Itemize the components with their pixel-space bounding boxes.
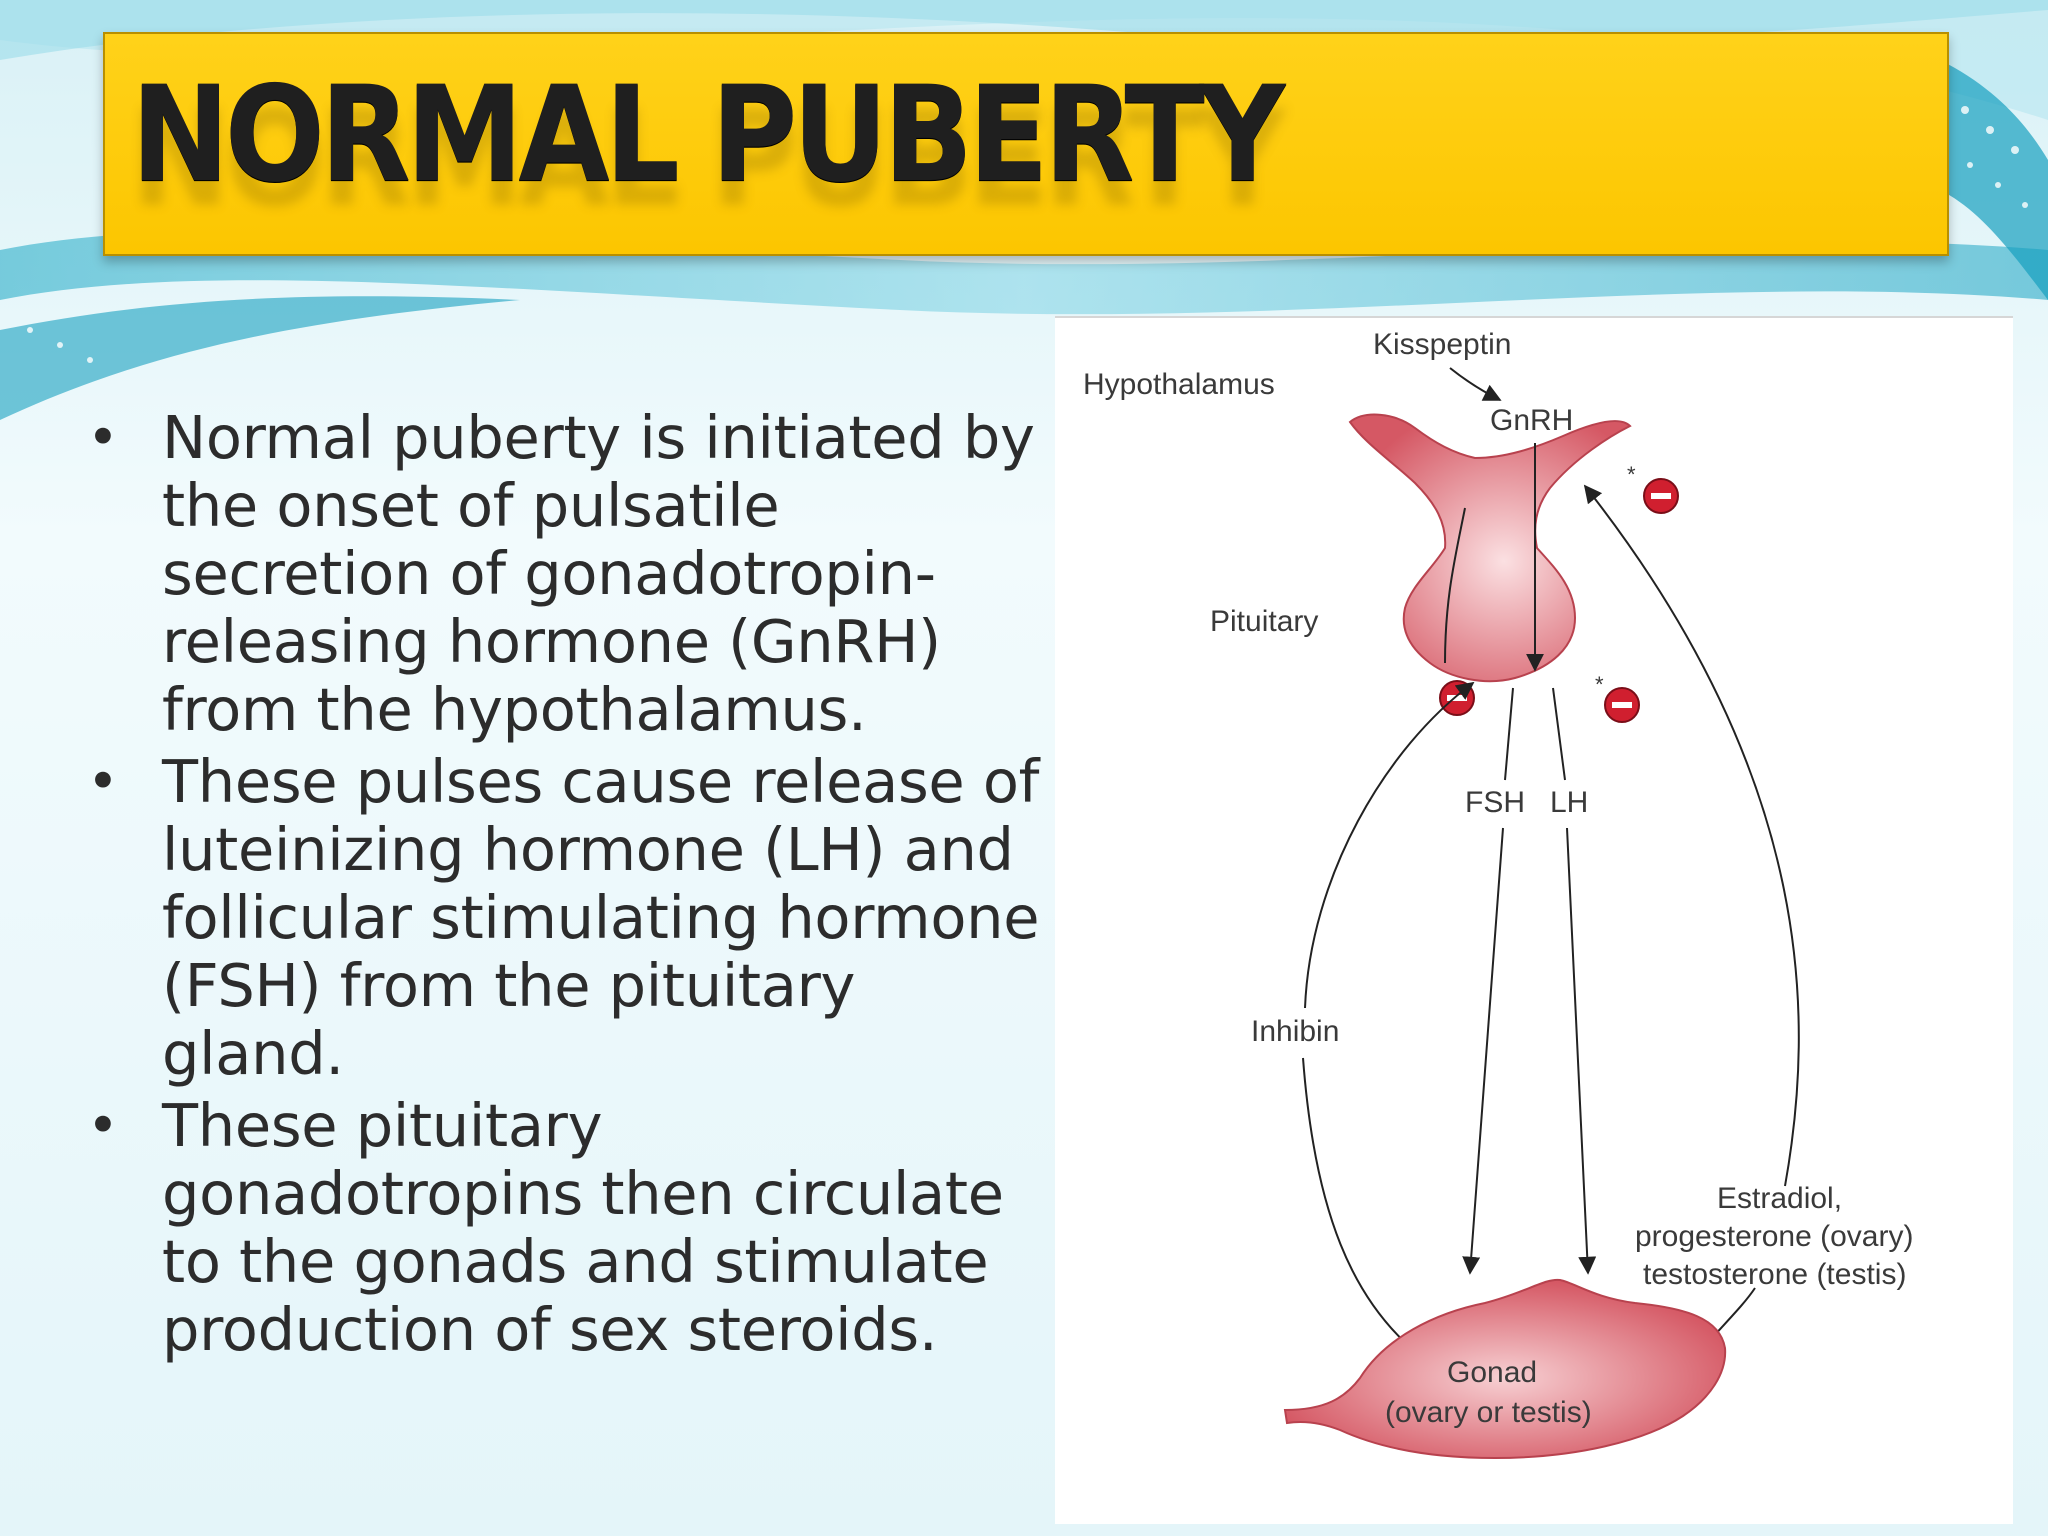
bullet-dot: •: [87, 406, 119, 469]
fsh-arrow: [1470, 687, 1514, 1273]
bullet-dot: •: [87, 750, 119, 813]
lh-arrow: [1552, 687, 1588, 1273]
bullet-text: These pulses cause release of luteinizin…: [162, 747, 1040, 1088]
bullet-item: • Normal puberty is initiated by the onse…: [80, 404, 1040, 744]
hypothalamus-label: Hypothalamus: [1083, 368, 1275, 401]
gonad-shape: [1283, 1278, 1727, 1460]
kisspeptin-arrow: [1449, 367, 1502, 401]
lh-label: LH: [1550, 786, 1588, 819]
gonad-label-line1: Gonad: [1447, 1356, 1537, 1389]
gnrh-label: GnRH: [1490, 404, 1573, 437]
sex-steroid-feedback-arrow: [1583, 484, 1800, 1187]
estradiol-label-line2: progesterone (ovary): [1635, 1220, 1913, 1253]
bullet-text: These pituitary gonadotropins then circu…: [162, 1091, 1004, 1364]
bullet-item: • These pituitary gonadotropins then circ…: [80, 1092, 1040, 1364]
pituitary-stalk-line: [1444, 507, 1466, 664]
estradiol-label-line3: testosterone (testis): [1643, 1258, 1906, 1291]
pituitary-label: Pituitary: [1210, 605, 1318, 638]
hpg-axis-diagram: Kisspeptin Hypothalamus GnRH Pituitary *…: [1055, 316, 2013, 1524]
asterisk-mark: *: [1595, 672, 1604, 697]
bullet-dot: •: [87, 1094, 119, 1157]
fsh-label: FSH: [1465, 786, 1525, 819]
asterisk-mark: *: [1627, 462, 1636, 487]
bullet-text: Normal puberty is initiated by the onset…: [162, 403, 1035, 744]
inhibit-badge-hypothalamus: [1643, 478, 1679, 514]
slide-title: NORMAL PUBERTY: [131, 56, 1285, 212]
diagram-canvas: Kisspeptin Hypothalamus GnRH Pituitary *…: [1083, 328, 1913, 1460]
kisspeptin-label: Kisspeptin: [1373, 328, 1511, 361]
bullet-item: • These pulses cause release of luteinizi…: [80, 748, 1040, 1088]
estradiol-label-line1: Estradiol,: [1717, 1182, 1842, 1215]
hypothalamus-shape: [1348, 413, 1632, 683]
sex-steroid-source-line: [1711, 1287, 1756, 1339]
gonad-label-line2: (ovary or testis): [1385, 1396, 1592, 1429]
bullet-list: • Normal puberty is initiated by the onse…: [80, 404, 1040, 1368]
inhibin-arrow: [1304, 681, 1475, 1009]
inhibit-badge-pituitary: [1604, 687, 1640, 723]
inhibin-label: Inhibin: [1251, 1015, 1339, 1048]
inhibin-feedback-line: [1302, 1057, 1412, 1349]
title-bar: NORMAL PUBERTY: [103, 32, 1949, 256]
